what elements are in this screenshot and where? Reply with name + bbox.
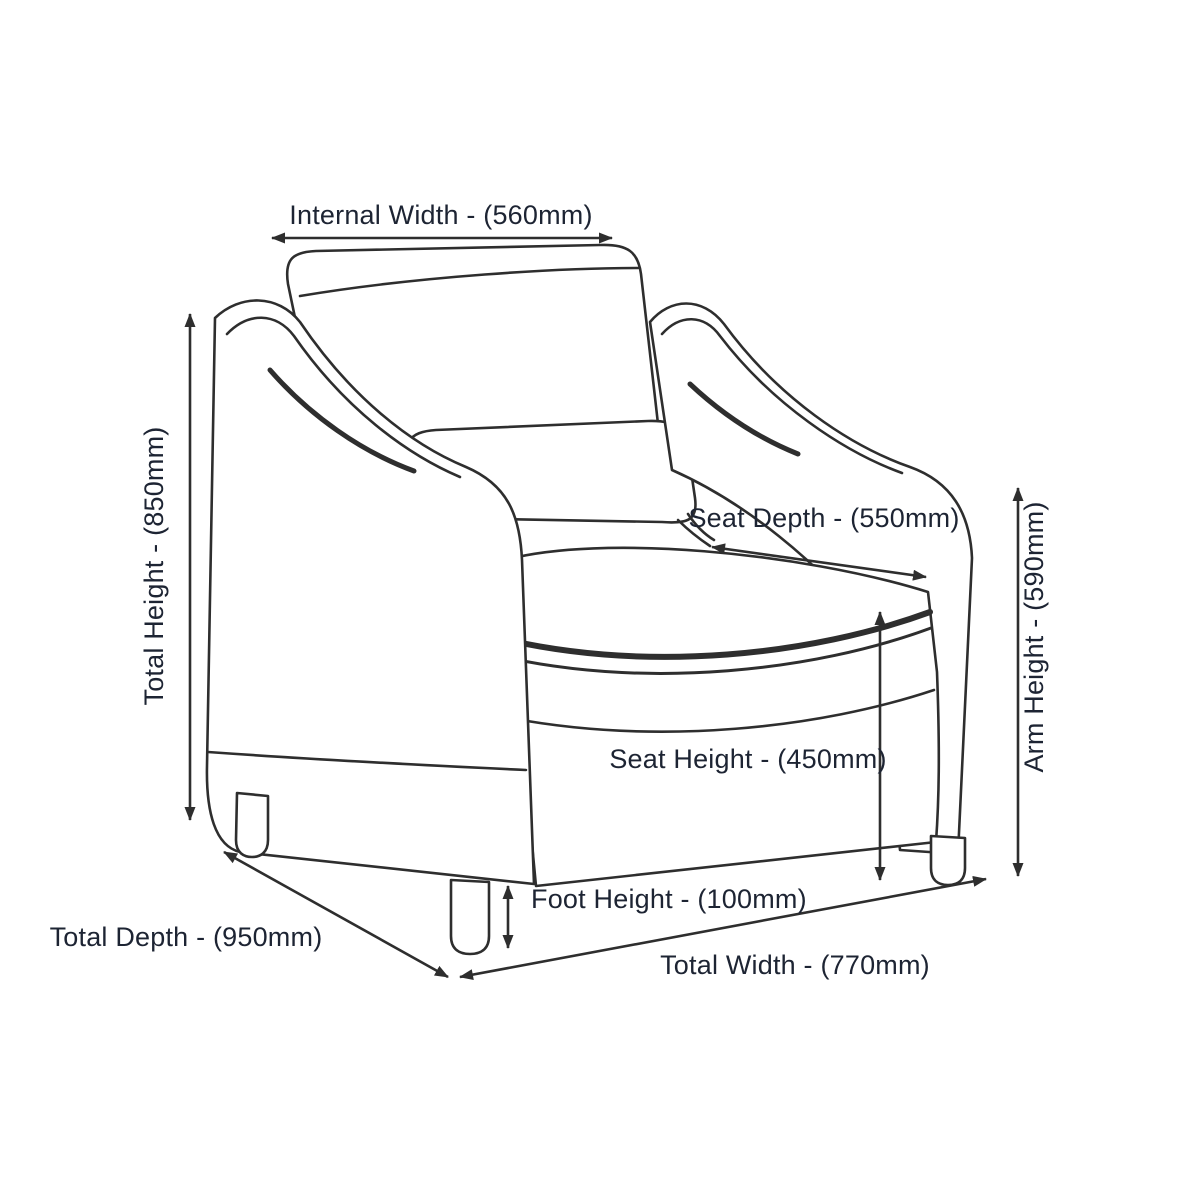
lumbar-pillow-fold xyxy=(686,512,716,542)
total-depth-arrow xyxy=(223,850,449,979)
foot-height-label: Foot Height - (100mm) xyxy=(531,884,807,914)
total-width-label: Total Width - (770mm) xyxy=(660,950,930,980)
arm-height-label: Arm Height - (590mm) xyxy=(1019,501,1049,772)
total-depth-label: Total Depth - (950mm) xyxy=(50,922,323,952)
total-height-label: Total Height - (850mm) xyxy=(139,427,169,706)
left-base-seam xyxy=(206,750,528,772)
leg-back-left xyxy=(234,791,270,859)
seat-base xyxy=(503,546,941,888)
dimension-labels: Internal Width - (560mm) Total Height - … xyxy=(50,200,1049,980)
armchair-drawing xyxy=(205,243,974,956)
left-arm xyxy=(205,299,536,886)
right-arm-inner-line xyxy=(660,318,904,475)
seat-height-label: Seat Height - (450mm) xyxy=(609,744,886,774)
right-arm-piping xyxy=(687,381,801,457)
seat-depth-label: Seat Depth - (550mm) xyxy=(688,503,959,533)
seat-depth-arrow xyxy=(711,543,927,581)
leg-front xyxy=(449,878,491,956)
left-arm-inner-line xyxy=(225,316,462,479)
total-width-arrow xyxy=(459,875,987,981)
internal-width-label: Internal Width - (560mm) xyxy=(289,200,592,230)
leg-right xyxy=(929,834,967,887)
back-cushion-seam xyxy=(298,266,640,298)
lumbar-pillow-fold-2 xyxy=(676,518,712,548)
left-arm-piping xyxy=(267,367,417,474)
dimension-arrows xyxy=(184,232,1024,981)
